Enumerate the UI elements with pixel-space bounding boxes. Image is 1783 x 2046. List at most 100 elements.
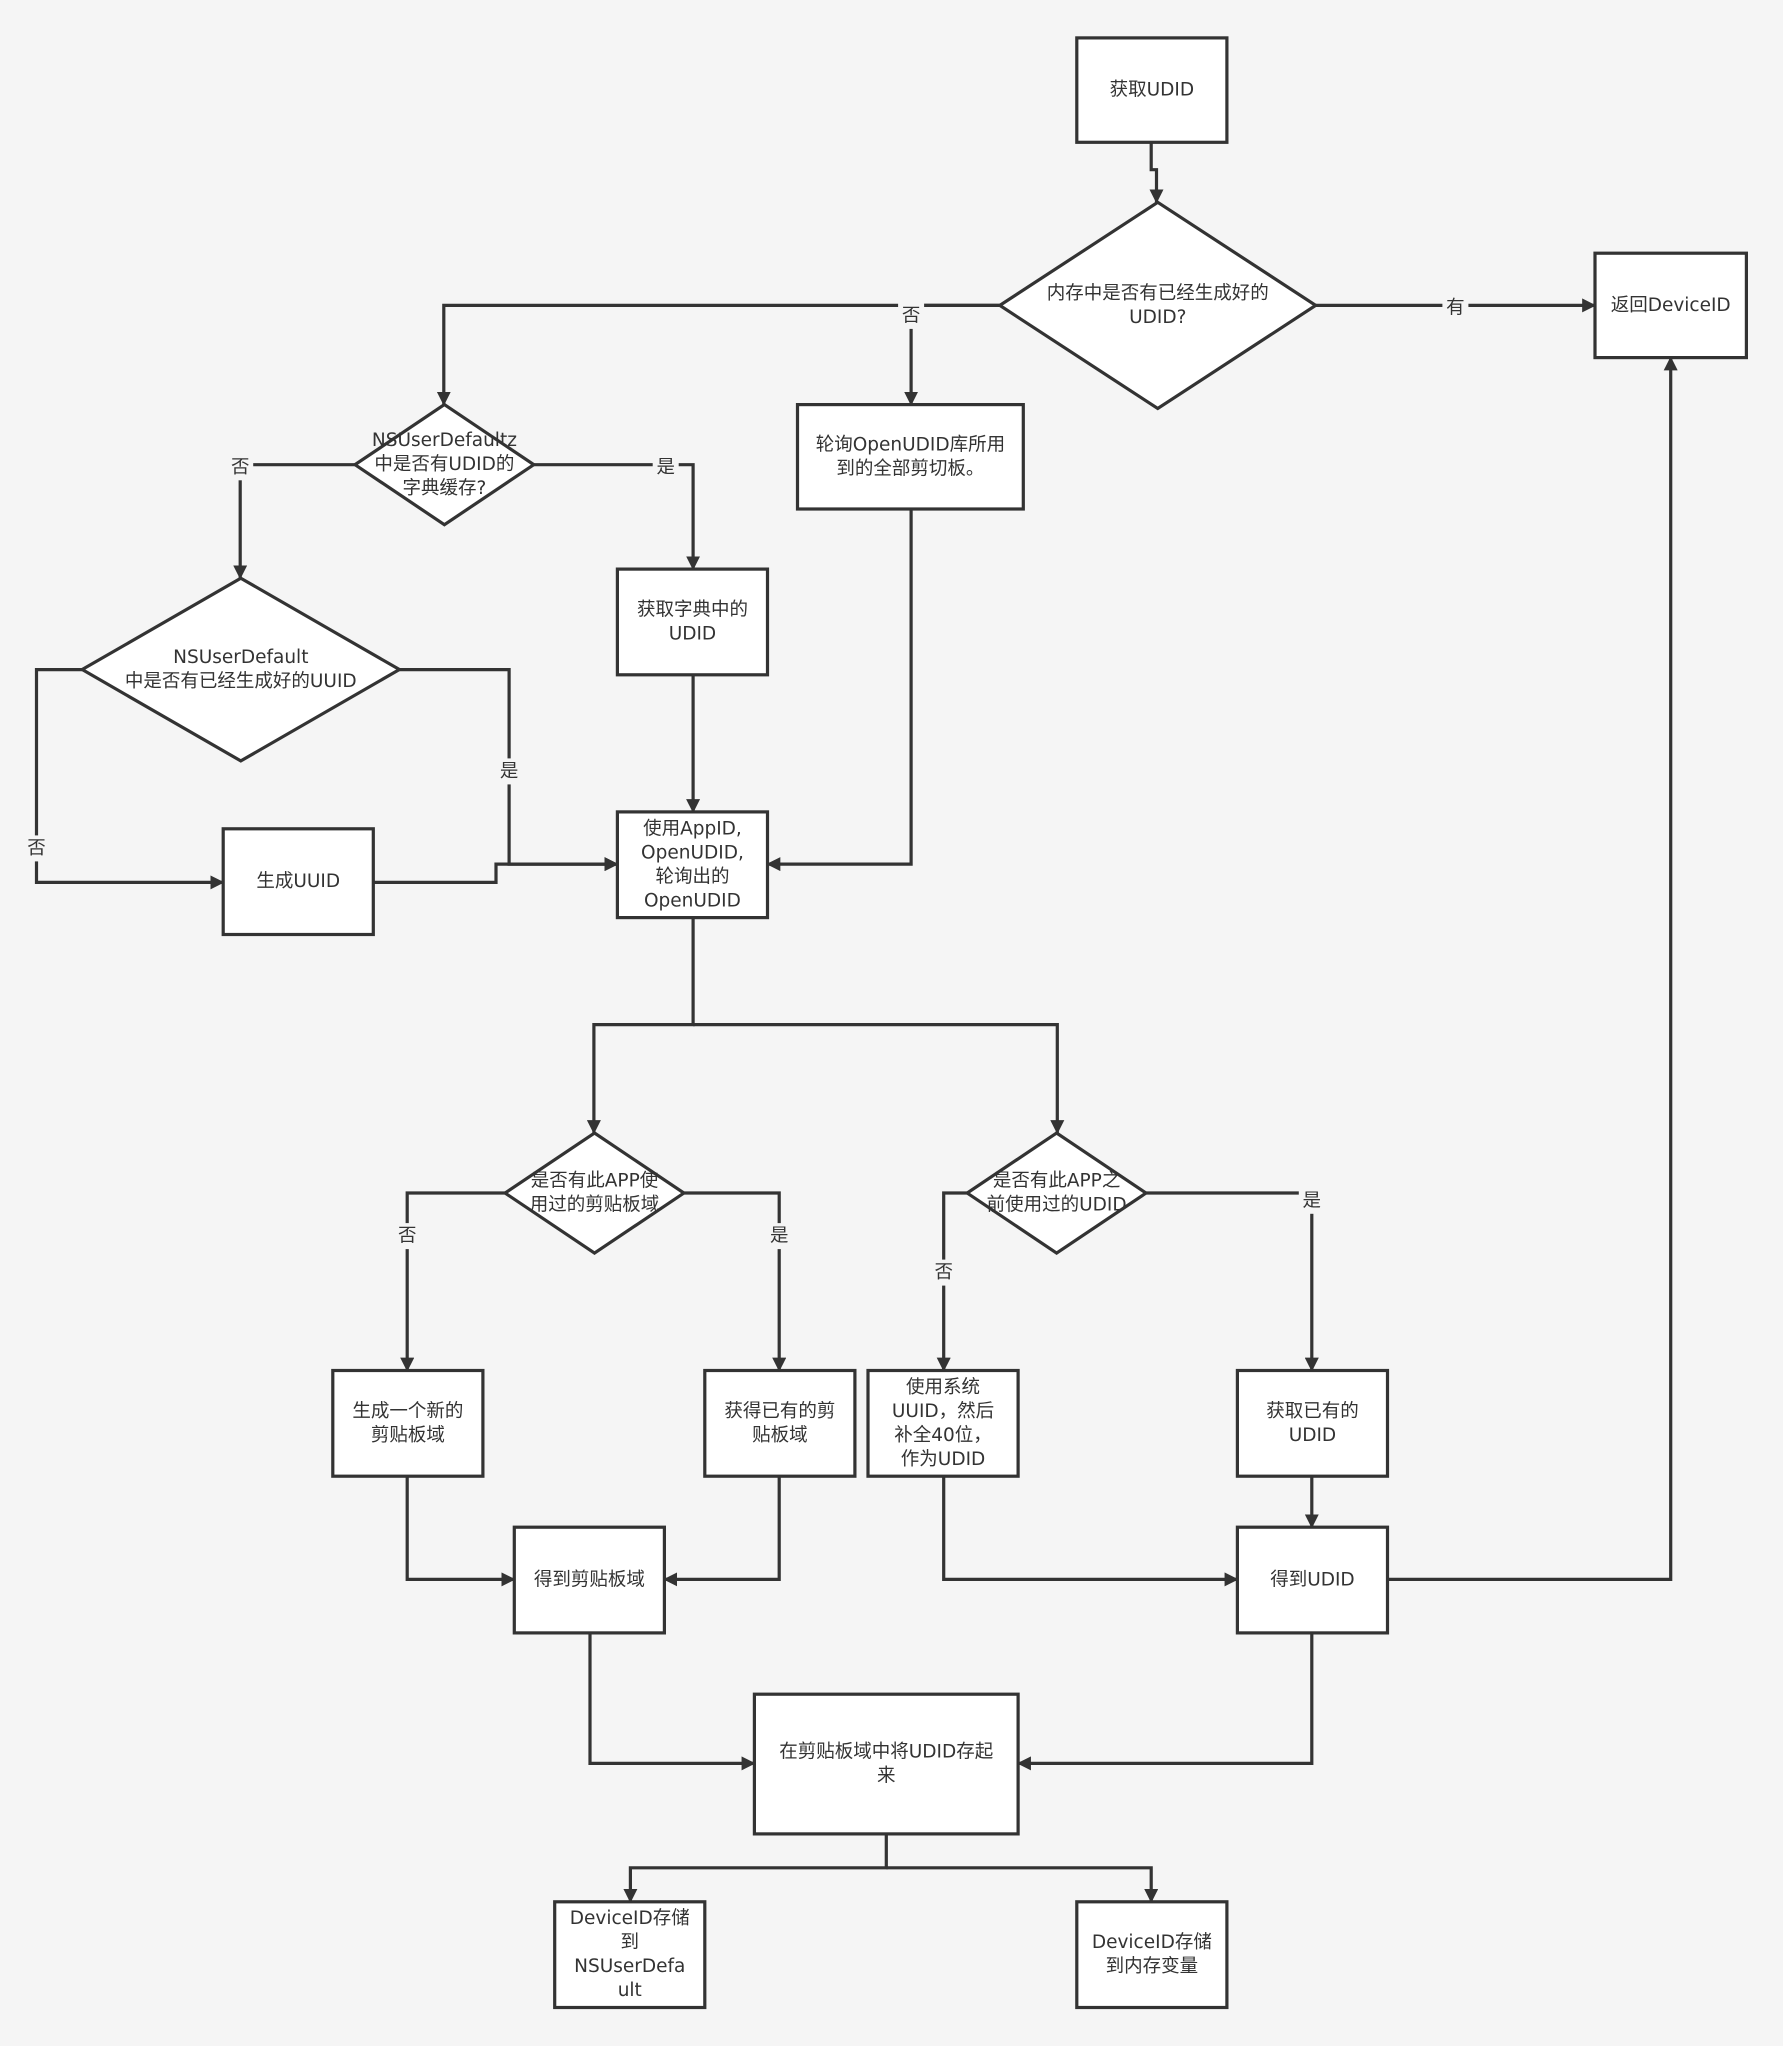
edge-label-text: 是	[656, 457, 675, 478]
node-label-line: 前使用过的UDID	[987, 1195, 1127, 1216]
process-box	[795, 403, 1025, 511]
node-label-line: 返回DeviceID	[1611, 295, 1731, 316]
edge-gen_uuid-to-use_appid	[373, 857, 619, 885]
edge-udid_used_check-to-sys_uuid	[936, 1191, 968, 1372]
edge-label-text: 是	[770, 1226, 789, 1247]
edge-label-background	[766, 1223, 793, 1250]
node-label-line: 得到UDID	[1270, 1570, 1355, 1591]
edge-label-background	[652, 454, 679, 481]
process-box	[331, 1368, 485, 1478]
decision-diamond	[996, 200, 1319, 411]
node-label-line: 使用AppID,	[643, 818, 742, 839]
edge-label-background	[898, 302, 925, 329]
edge-nsud_uuid_check-to-gen_uuid	[34, 667, 225, 890]
node-label-line: NSUserDefault	[173, 647, 308, 668]
node-return-deviceid: 返回DeviceID	[1593, 251, 1748, 360]
node-label-line: 来	[877, 1766, 896, 1787]
node-label-line: OpenUDID,	[641, 842, 744, 863]
process-box	[615, 810, 770, 920]
edge-get_udid-to-mem_check	[1149, 142, 1164, 204]
edge-label-background	[394, 1223, 421, 1250]
edge-label-background	[1298, 1187, 1325, 1214]
edge-nsud_dict_check-to-get_dict_udid	[533, 463, 701, 571]
decision-diamond	[78, 576, 403, 763]
edge-label-text: 否	[27, 838, 46, 859]
edge-label-background	[1442, 295, 1469, 321]
edge-label-text: 有	[1446, 298, 1465, 319]
node-label-line: UUID，然后	[892, 1401, 994, 1422]
node-label-line: DeviceID存储	[1092, 1932, 1212, 1953]
process-box	[221, 827, 375, 937]
edge-label-udid_used_check-to-sys_uuid: 否	[930, 1259, 957, 1286]
edge-store_clip-to-store_nsud	[623, 1833, 888, 1903]
node-label-line: NSUserDefa	[574, 1956, 685, 1977]
edge-label-clip_used_check-to-existing_clip: 是	[766, 1223, 793, 1250]
node-got-clip: 得到剪贴板域	[512, 1525, 666, 1635]
node-get-udid: 获取UDID	[1075, 36, 1229, 144]
node-gen-uuid: 生成UUID	[221, 827, 375, 937]
nodes-layer: 获取UDID 内存中是否有已经生成好的 UDID? 返回DeviceID 轮询OpenU…	[78, 36, 1748, 2010]
edge-got_clip-to-store_clip	[588, 1632, 756, 1771]
process-box	[752, 1692, 1020, 1836]
node-label-line: 中是否有UDID的	[374, 454, 514, 475]
node-label-line: 获取字典中的	[637, 599, 748, 620]
process-box	[512, 1525, 666, 1635]
edge-label-clip_used_check-to-new_clip: 否	[394, 1223, 421, 1250]
node-label-line: UDID	[1289, 1425, 1337, 1446]
node-label-line: 贴板域	[752, 1425, 808, 1446]
node-label-line: 内存中是否有已经生成好的	[1047, 283, 1269, 304]
edge-got_udid-to-return_deviceid	[1387, 356, 1678, 1582]
edge-use_appid-to-udid_used_check	[693, 1022, 1065, 1135]
edge-mem_check-to-nsud_dict_check	[436, 303, 1000, 406]
node-label-line: 在剪贴板域中将UDID存起	[779, 1742, 993, 1763]
node-label-line: 到内存变量	[1106, 1956, 1199, 1977]
edge-labels-layer: 有否是否是否否是否是	[23, 295, 1469, 1286]
edge-label-nsud_uuid_check-to-use_appid: 是	[496, 758, 523, 785]
process-box	[1593, 251, 1748, 360]
edge-udid_used_check-to-existing_udid	[1146, 1191, 1319, 1372]
process-box	[615, 567, 770, 677]
node-label-line: 获取UDID	[1110, 80, 1195, 101]
node-label-line: 剪贴板域	[371, 1425, 445, 1446]
edge-label-background	[930, 1259, 957, 1286]
node-label-line: 字典缓存?	[402, 478, 486, 499]
edges-layer	[34, 142, 1678, 1903]
process-box	[1075, 1900, 1229, 2010]
edge-label-text: 否	[902, 305, 921, 326]
edge-label-background	[23, 835, 50, 862]
node-label-line: 轮询OpenUDID库所用	[816, 434, 1005, 455]
edge-label-text: 否	[231, 457, 250, 478]
edge-label-udid_used_check-to-existing_udid: 是	[1298, 1187, 1325, 1214]
node-label-line: UDID?	[1129, 307, 1186, 328]
decision-diamond	[352, 402, 537, 527]
node-label-line: NSUserDefaultz	[372, 430, 517, 451]
edge-label-mem_check-to-poll_openudid: 否	[898, 302, 925, 329]
node-label-line: 中是否有已经生成好的UUID	[125, 671, 357, 692]
node-got-udid: 得到UDID	[1235, 1525, 1390, 1635]
node-label-line: UDID	[669, 623, 717, 644]
edge-label-nsud_uuid_check-to-gen_uuid: 否	[23, 835, 50, 862]
edge-new_clip-to-got_clip	[405, 1476, 516, 1587]
node-label-line: DeviceID存储	[570, 1908, 690, 1929]
edge-existing_clip-to-got_clip	[663, 1476, 781, 1587]
process-box	[553, 1900, 707, 2010]
node-label-line: 用过的剪贴板域	[530, 1195, 660, 1216]
node-label-line: ult	[618, 1980, 642, 2001]
edge-mem_check-to-poll_openudid	[904, 303, 1000, 406]
process-box	[703, 1368, 857, 1478]
process-box	[1235, 1368, 1390, 1478]
edge-label-background	[227, 454, 254, 481]
edge-label-mem_check-to-return_deviceid: 有	[1442, 295, 1469, 321]
node-label-line: 使用系统	[906, 1377, 980, 1398]
decision-diamond	[964, 1131, 1149, 1256]
process-box	[1235, 1525, 1390, 1635]
